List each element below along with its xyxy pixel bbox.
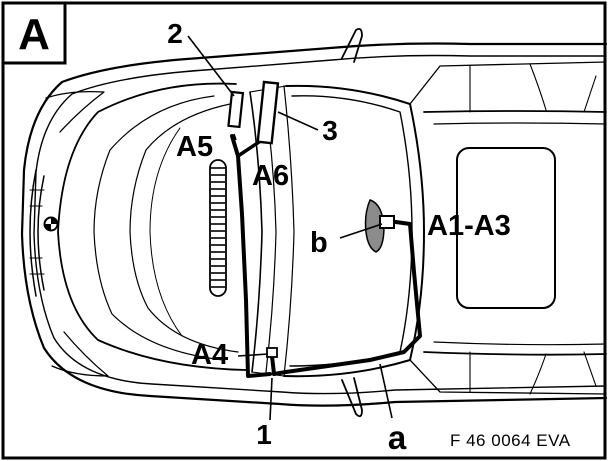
figure-reference-code: F 46 0064 EVA <box>450 431 571 450</box>
label-a5: A5 <box>176 131 213 163</box>
callout-labels: 2 3 A5 A6 A1-A3 b A4 1 a F 46 0064 EVA <box>167 18 570 456</box>
connector-1 <box>266 347 278 358</box>
label-a6: A6 <box>252 160 289 192</box>
car-body-outline <box>20 27 608 418</box>
brand-roundel-icon <box>43 216 59 232</box>
label-a1-a3: A1-A3 <box>427 210 511 242</box>
bonnet-vent <box>209 159 227 297</box>
component-3 <box>256 80 280 145</box>
panel-letter-box: A <box>1 1 67 65</box>
component-2 <box>227 90 245 129</box>
label-wire-a: a <box>388 419 407 456</box>
label-part-1: 1 <box>256 419 272 450</box>
rain-sensor-b <box>364 199 395 253</box>
label-part-3: 3 <box>322 115 338 146</box>
leader-lines <box>187 35 393 421</box>
label-part-2: 2 <box>167 18 183 49</box>
label-point-b: b <box>310 227 328 259</box>
panel-letter: A <box>18 10 50 59</box>
label-a4: A4 <box>191 339 228 371</box>
